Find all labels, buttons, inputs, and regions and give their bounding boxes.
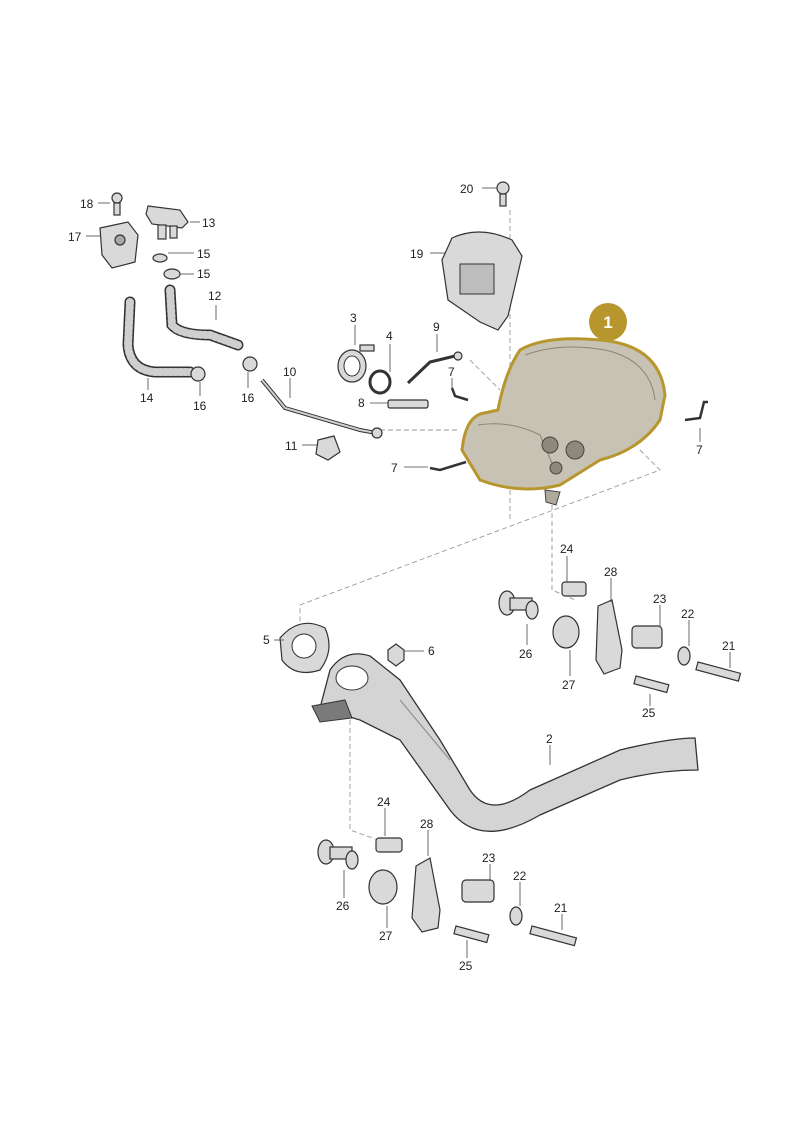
callout-21-lower: 21 xyxy=(554,901,568,915)
callout-21-upper: 21 xyxy=(722,639,736,653)
callout-3: 3 xyxy=(350,311,357,325)
front-exhaust-pipe xyxy=(311,653,699,832)
catalytic-converter-assembly xyxy=(460,337,667,506)
callout-18: 18 xyxy=(80,197,94,211)
mount-hardware-upper xyxy=(498,581,742,694)
callout-9: 9 xyxy=(433,320,440,334)
clamp-and-sensors xyxy=(337,344,463,409)
callout-23-lower: 23 xyxy=(482,851,496,865)
callout-14: 14 xyxy=(140,391,154,405)
leader-lines xyxy=(86,187,731,958)
callout-25-lower: 25 xyxy=(459,959,473,973)
callout-27-upper: 27 xyxy=(562,678,576,692)
callout-26-lower: 26 xyxy=(336,899,350,913)
callout-7-lower: 7 xyxy=(391,461,398,475)
callout-16-left: 16 xyxy=(193,399,207,413)
callout-25-upper: 25 xyxy=(642,706,656,720)
callout-13: 13 xyxy=(202,216,216,230)
callout-8: 8 xyxy=(358,396,365,410)
callout-26-upper: 26 xyxy=(519,647,533,661)
callout-23-upper: 23 xyxy=(653,592,667,606)
callout-28-lower: 28 xyxy=(420,817,434,831)
callout-19: 19 xyxy=(410,247,424,261)
highlight-badge-circle xyxy=(589,303,627,341)
callout-11: 11 xyxy=(285,439,298,453)
callout-27-lower: 27 xyxy=(379,929,393,943)
callout-10: 10 xyxy=(283,365,297,379)
mount-hardware-lower xyxy=(317,837,578,947)
callout-5: 5 xyxy=(263,633,270,647)
highlight-badge-label: 1 xyxy=(603,313,612,332)
callout-6: 6 xyxy=(428,644,435,658)
callout-22-upper: 22 xyxy=(681,607,695,621)
heat-shield xyxy=(441,181,523,331)
callout-22-lower: 22 xyxy=(513,869,527,883)
callout-28-upper: 28 xyxy=(604,565,618,579)
pressure-sensor-group xyxy=(99,192,258,382)
sensor-line xyxy=(260,378,383,461)
callout-15-upper: 15 xyxy=(197,247,211,261)
callout-15-lower: 15 xyxy=(197,267,211,281)
temperature-sensors xyxy=(429,387,708,472)
callout-24-upper: 24 xyxy=(560,542,574,556)
callout-17: 17 xyxy=(68,230,82,244)
callout-16-right: 16 xyxy=(241,391,255,405)
gasket-and-nut xyxy=(279,622,405,673)
callout-labels: 18 13 17 15 15 12 14 16 16 10 11 3 4 9 8… xyxy=(68,182,736,973)
callout-2: 2 xyxy=(546,732,553,746)
assembly-highlight-badge: 1 xyxy=(589,303,627,341)
callout-4: 4 xyxy=(386,329,393,343)
callout-7-upper: 7 xyxy=(448,365,455,379)
callout-12: 12 xyxy=(208,289,222,303)
callout-24-lower: 24 xyxy=(377,795,391,809)
callout-20: 20 xyxy=(460,182,474,196)
callout-7-right: 7 xyxy=(696,443,703,457)
